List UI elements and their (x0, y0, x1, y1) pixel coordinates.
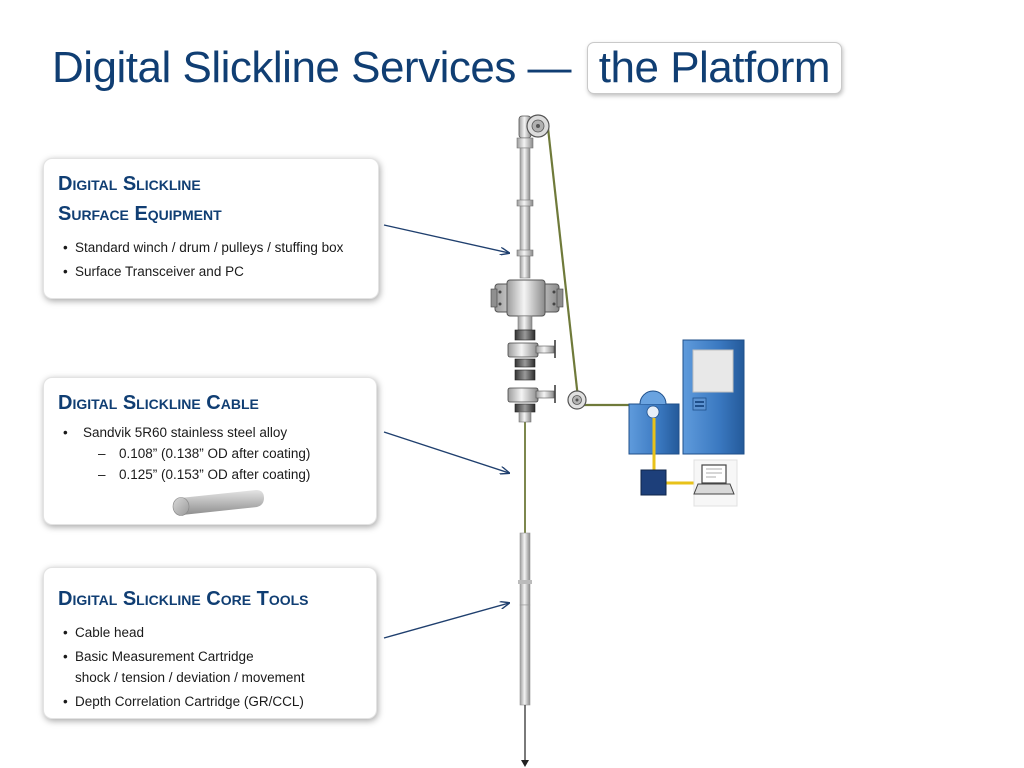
surface-equipment-heading: Digital Slickline Surface Equipment (58, 169, 364, 229)
list-item-text: Basic Measurement Cartridge (75, 649, 254, 664)
list-subitem: 0.108” (0.138” OD after coating) (58, 443, 362, 464)
cable-sample-image (172, 490, 264, 516)
title-main: Digital Slickline Services — (52, 43, 572, 92)
core-tools-arrow (383, 603, 509, 639)
title-highlight: the Platform (586, 42, 843, 94)
list-item: Sandvik 5R60 stainless steel alloy (58, 422, 362, 443)
cable-list: Sandvik 5R60 stainless steel alloy 0.108… (58, 422, 362, 485)
core-tools-heading: Digital Slickline Core Tools (58, 588, 309, 610)
lubricator-pipe (516, 137, 534, 279)
list-item: Cable head (58, 622, 362, 643)
slickline-cable (524, 127, 642, 533)
surface-transceiver-box-icon (640, 469, 667, 496)
list-item-continuation: shock / tension / deviation / movement (75, 670, 305, 685)
list-item: Depth Correlation Cartridge (GR/CCL) (58, 691, 362, 712)
list-item: Basic Measurement Cartridge shock / tensi… (58, 646, 362, 688)
transceiver-cabinet-icon (682, 339, 745, 455)
list-item: Standard winch / drum / pulleys / stuffi… (58, 237, 364, 258)
bottom-sheave-icon (567, 390, 587, 410)
surface-heading-line1: Digital Slickline (58, 173, 201, 195)
cable-card: Digital Slickline Cable Sandvik 5R60 sta… (43, 377, 377, 525)
valve-stack-icon (507, 329, 556, 423)
laptop-pc-icon (693, 459, 738, 507)
surface-equipment-list: Standard winch / drum / pulleys / stuffi… (58, 237, 364, 282)
surface-heading-line2: Surface Equipment (58, 203, 222, 225)
core-tool-string-icon (518, 532, 532, 767)
stuffing-box-icon (490, 279, 564, 331)
cable-arrow (383, 431, 509, 473)
surface-equipment-card: Digital Slickline Surface Equipment Stan… (43, 158, 379, 299)
surface-equipment-arrow (383, 224, 509, 253)
core-tools-list: Cable head Basic Measurement Cartridge sh… (58, 622, 362, 712)
top-sheave-icon (518, 114, 550, 139)
list-item: Surface Transceiver and PC (58, 261, 364, 282)
cable-heading: Digital Slickline Cable (58, 392, 259, 414)
core-tools-card: Digital Slickline Core Tools Cable head … (43, 567, 377, 719)
list-subitem: 0.125” (0.153” OD after coating) (58, 464, 362, 485)
slide-title: Digital Slickline Services — the Platfor… (52, 42, 843, 94)
